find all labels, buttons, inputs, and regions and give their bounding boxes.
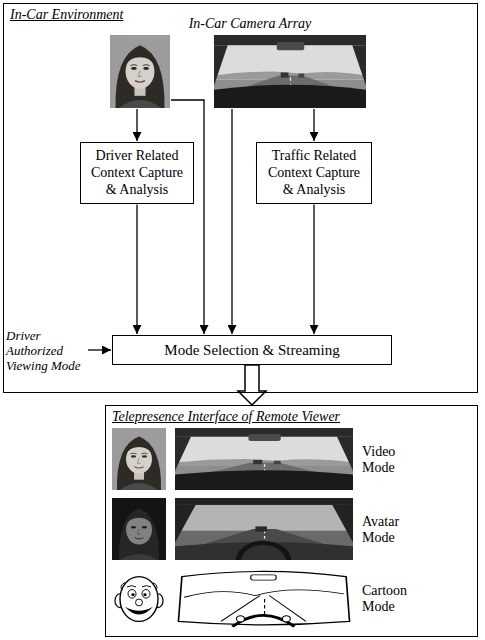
flow-arrow (313, 204, 314, 334)
block-arrow (238, 365, 266, 405)
mode-label: Cartoon Mode (362, 583, 420, 615)
driver-cartoon (115, 577, 163, 622)
camera-heading: In-Car Camera Array (175, 16, 325, 32)
traffic-photo (214, 35, 366, 108)
driver-avatar (112, 498, 166, 560)
process-box: Driver Related Context Capture & Analysi… (80, 142, 194, 204)
mode-label: Avatar Mode (362, 514, 420, 546)
camera-stream-arrow (171, 100, 204, 334)
box-text: Mode Selection & Streaming (117, 341, 387, 359)
environment-frame: In-Car EnvironmentDriver Related Context… (3, 3, 478, 393)
traffic-cartoon (178, 571, 349, 626)
traffic-avatar (175, 498, 353, 581)
box-text: Traffic Related Context Capture & Analys… (261, 148, 367, 198)
camera-arrow (136, 109, 137, 141)
box-text: Driver Related Context Capture & Analysi… (85, 148, 189, 198)
flow-arrow (136, 204, 137, 334)
driver-video (112, 428, 166, 490)
viewer-frame: Telepresence Interface of Remote Viewer (105, 405, 478, 637)
traffic-video (175, 428, 353, 490)
authorization-arrow (88, 349, 111, 350)
driver-photo (110, 35, 170, 108)
camera-arrow (313, 109, 314, 141)
camera-stream-arrow (231, 109, 232, 334)
frame-heading: Telepresence Interface of Remote Viewer (112, 409, 471, 426)
mode-label: Video Mode (362, 444, 420, 476)
input-label: Driver Authorized Viewing Mode (6, 328, 86, 373)
process-box: Mode Selection & Streaming (112, 335, 392, 365)
process-box: Traffic Related Context Capture & Analys… (256, 142, 372, 204)
